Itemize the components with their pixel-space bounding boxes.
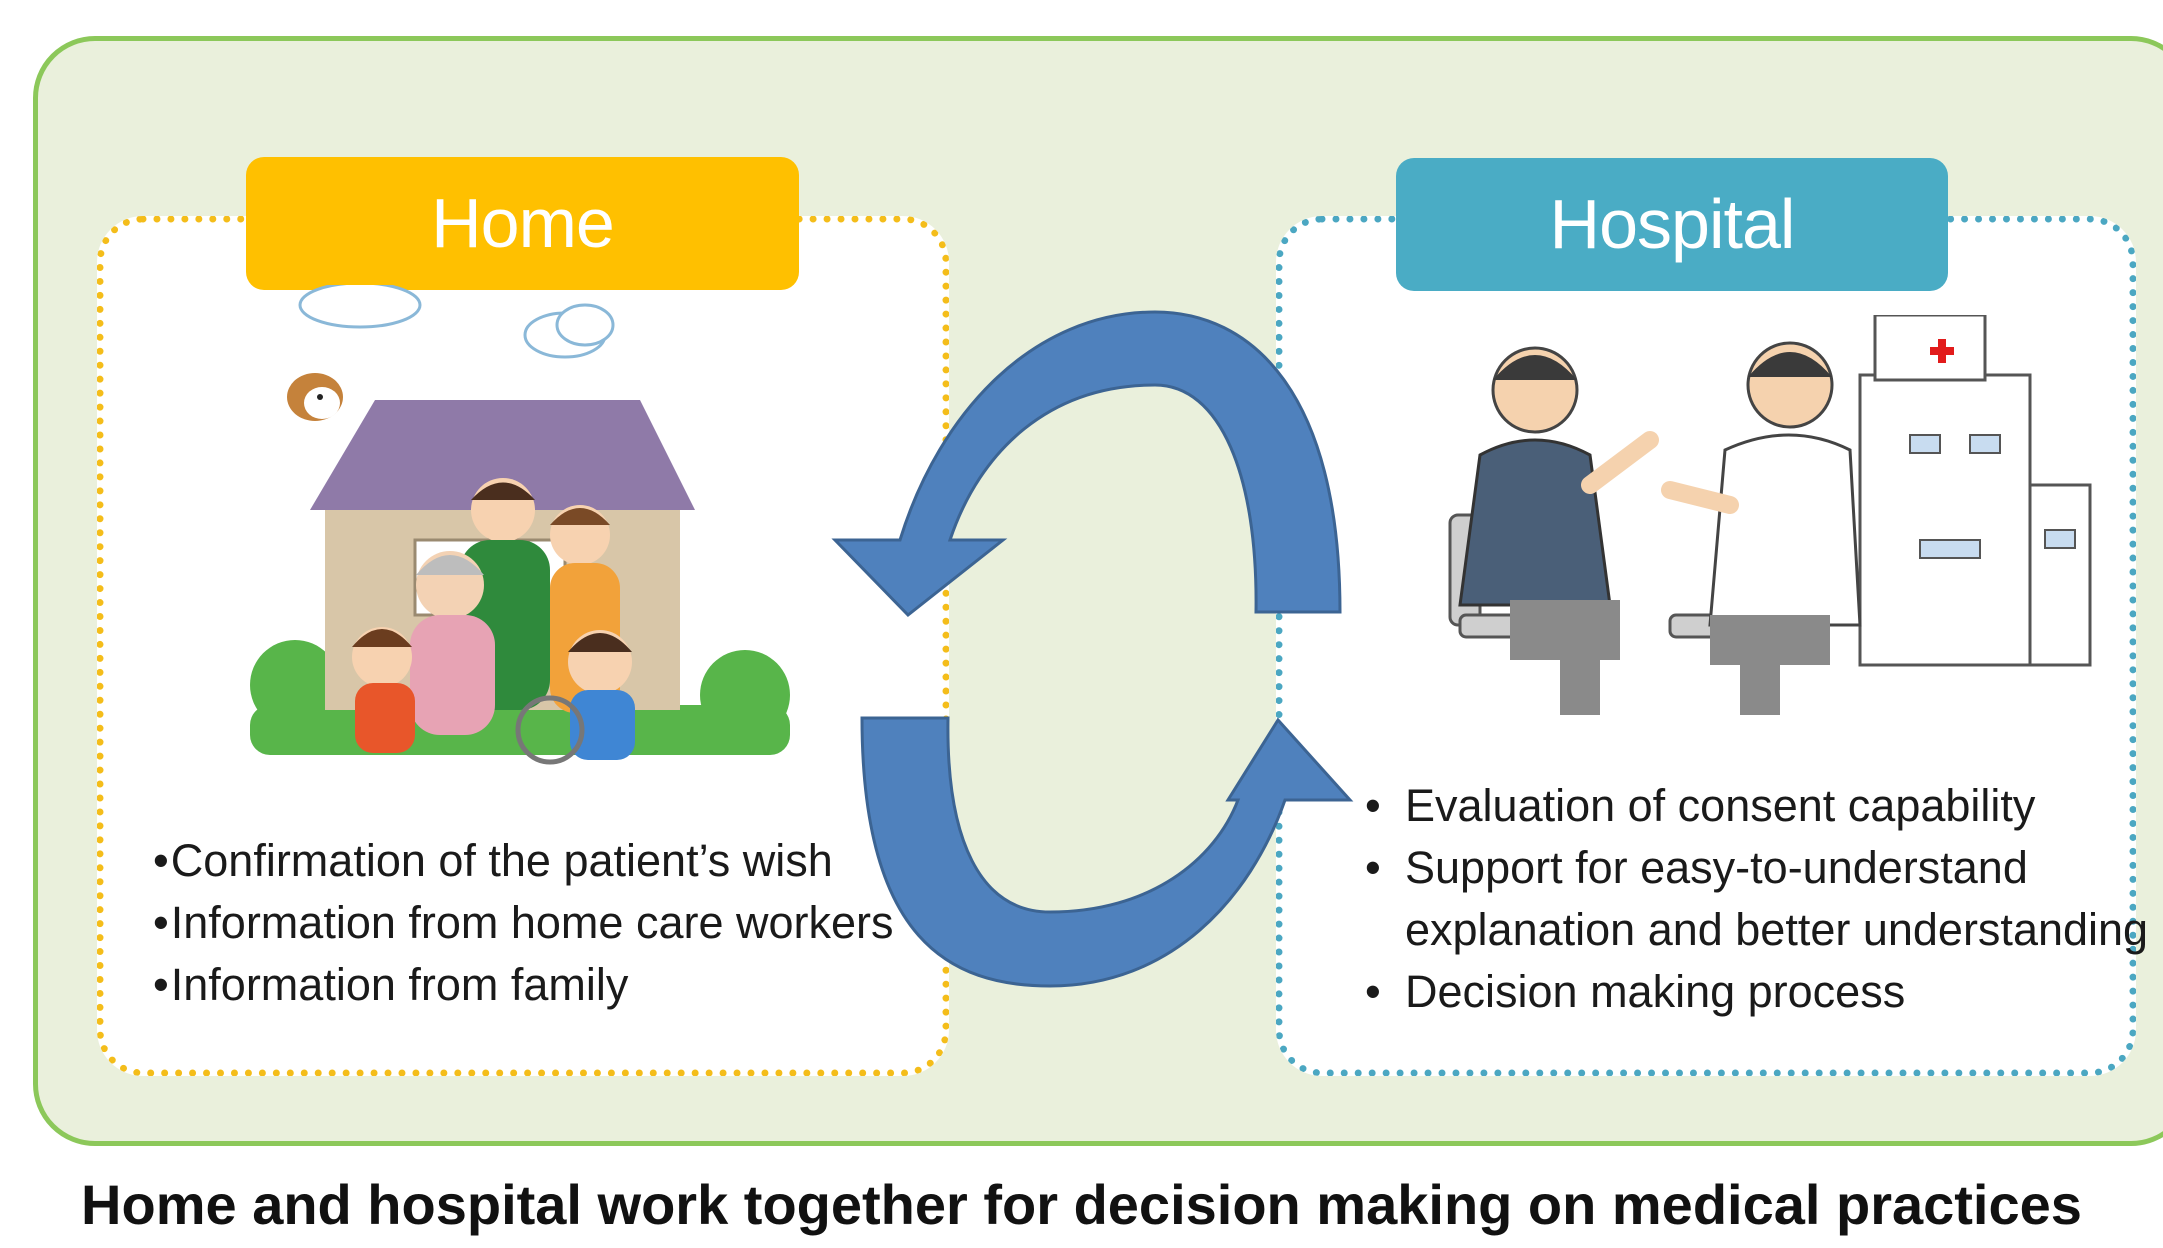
home-item: Confirmation of the patient’s wish (153, 830, 894, 892)
hospital-item: •Support for easy-to-understand (1365, 842, 2028, 893)
hospital-item: •Evaluation of consent capability (1365, 780, 2036, 831)
hospital-item: •Decision making process (1365, 966, 1906, 1017)
home-list: Confirmation of the patient’s wish Infor… (153, 830, 894, 1016)
hospital-item-text: Support for easy-to-understand (1405, 842, 2028, 893)
hospital-item-text: Evaluation of consent capability (1405, 780, 2036, 831)
family-house-illustration (250, 285, 790, 765)
diagram-caption: Home and hospital work together for deci… (81, 1173, 2082, 1236)
hospital-title: Hospital (1396, 158, 1948, 291)
hospital-list: •Evaluation of consent capability •Suppo… (1365, 775, 2148, 1023)
doctor-patient-illustration (1448, 315, 2092, 715)
hospital-item-continued: explanation and better understanding (1365, 899, 2148, 961)
home-title: Home (246, 157, 799, 290)
hospital-item-text: Decision making process (1405, 966, 1906, 1017)
home-item: Information from family (153, 954, 894, 1016)
hospital-item-text: explanation and better understanding (1405, 904, 2149, 955)
cycle-arrows (831, 310, 1354, 988)
home-item: Information from home care workers (153, 892, 894, 954)
